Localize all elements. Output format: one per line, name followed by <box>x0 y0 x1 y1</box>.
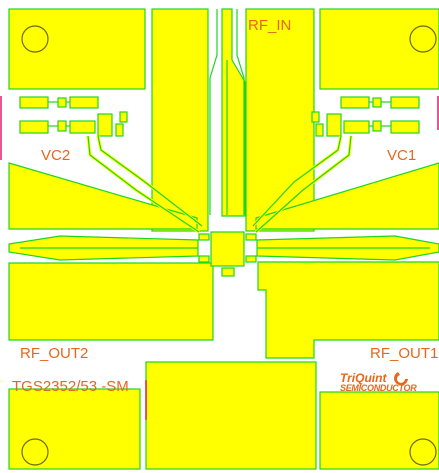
vc1-bias-line-b <box>252 135 342 227</box>
ground-right-lower <box>257 261 439 359</box>
via-hole-bottom-left <box>21 438 49 466</box>
diode-right-upper <box>245 233 257 241</box>
ground-top-center-right <box>245 8 315 232</box>
vc2-bias-line-a <box>87 135 200 233</box>
pad-bottom-left <box>8 388 141 470</box>
rf-in-outline-right <box>236 9 245 215</box>
rf-in-outline-left <box>209 9 218 215</box>
vc2-bias-line-b <box>97 135 203 227</box>
label-part-number: TGS2352/53 -SM <box>12 378 129 395</box>
vc1-bias-line-a <box>255 135 352 233</box>
pad-top-left <box>8 8 146 90</box>
label-rf-out2: RF_OUT2 <box>20 345 89 362</box>
diode-right-lower <box>245 255 257 263</box>
pad-bottom-right <box>319 391 439 470</box>
junction-stub <box>221 267 235 277</box>
diode-left-lower <box>198 255 210 263</box>
logo-line1: TriQuint <box>340 371 387 385</box>
via-hole-top-right <box>409 25 437 53</box>
ground-right-mid <box>255 162 439 230</box>
triquint-logo: TriQuint SEMICONDUCTOR <box>340 371 417 393</box>
ground-bottom-center <box>145 361 317 470</box>
junction-pad <box>210 231 245 267</box>
ground-top-center-left <box>151 8 209 232</box>
via-hole-bottom-right <box>409 438 437 466</box>
triquint-logo-icon <box>394 372 408 386</box>
logo-line2: SEMICONDUCTOR <box>340 383 417 393</box>
pad-top-right <box>319 8 439 90</box>
diode-left-upper <box>198 233 210 241</box>
vc1-bias-network <box>311 96 420 137</box>
label-vc2: VC2 <box>41 147 71 164</box>
rf-in-feed <box>221 8 246 217</box>
vc2-bias-network <box>19 96 128 137</box>
label-rf-in: RF_IN <box>248 17 292 34</box>
ground-left-lower <box>8 262 214 341</box>
label-vc1: VC1 <box>387 147 417 164</box>
via-hole-top-left <box>21 25 49 53</box>
label-rf-out1: RF_OUT1 <box>370 345 439 362</box>
